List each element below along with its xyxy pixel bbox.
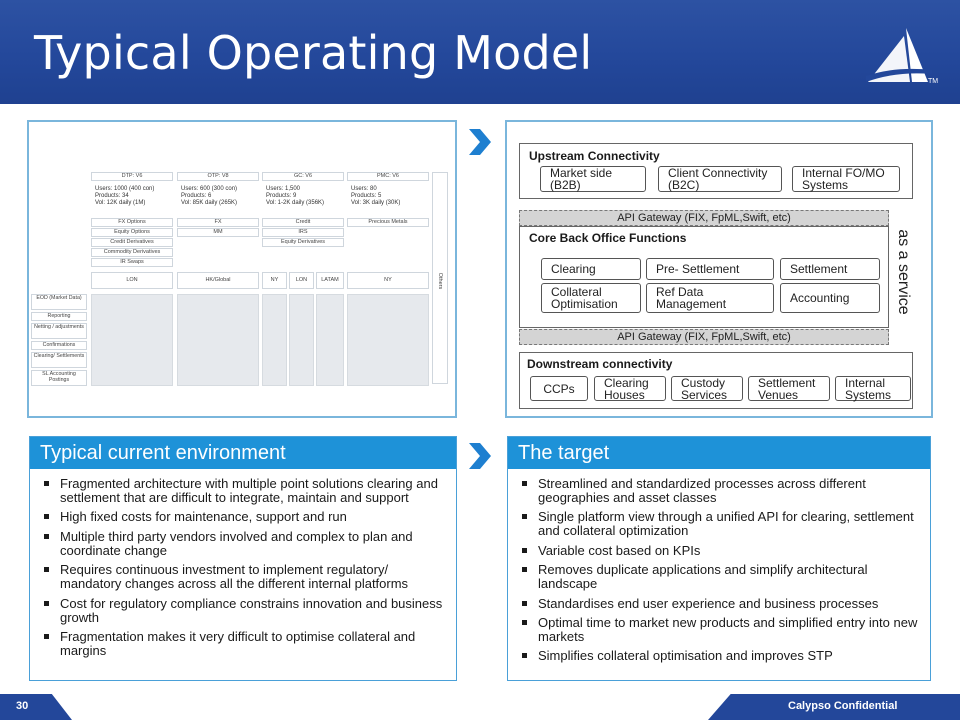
downstream-item: Settlement Venues: [748, 376, 830, 401]
location-box: LATAM: [316, 272, 344, 289]
list-item: Single platform view through a unified A…: [520, 510, 920, 538]
core-title: Core Back Office Functions: [529, 231, 687, 245]
downstream-title: Downstream connectivity: [527, 357, 673, 371]
list-item: Fragmentation makes it very difficult to…: [42, 629, 446, 658]
function-row: EOD (Market Data): [31, 294, 87, 310]
location-box: LON: [289, 272, 314, 289]
product-box: FX Options: [91, 218, 173, 227]
others-box: Others: [432, 172, 448, 384]
current-environment-heading: Typical current environment: [30, 437, 456, 469]
function-row: Reporting: [31, 312, 87, 321]
title-bar: Typical Operating Model TM: [0, 0, 960, 104]
location-box: NY: [262, 272, 287, 289]
list-item: Fragmented architecture with multiple po…: [42, 477, 446, 505]
core-item: Clearing: [541, 258, 641, 280]
product-box: Equity Derivatives: [262, 238, 344, 247]
target-box: The target Streamlined and standardized …: [507, 436, 931, 681]
function-lane: [316, 294, 344, 386]
downstream-item: CCPs: [530, 376, 588, 401]
upstream-item: Internal FO/MO Systems: [792, 166, 900, 192]
function-lane: [91, 294, 173, 386]
chevron-right-icon: [469, 443, 491, 469]
product-box: Credit Derivatives: [91, 238, 173, 247]
location-box: HK/Global: [177, 272, 259, 289]
platform-header: DTP: V6: [91, 172, 173, 181]
page-title: Typical Operating Model: [34, 26, 593, 80]
api-gateway-bottom: API Gateway (FIX, FpML,Swift, etc): [519, 329, 889, 345]
location-box: NY: [347, 272, 429, 289]
chevron-right-icon: [469, 129, 491, 155]
list-item: Removes duplicate applications and simpl…: [520, 563, 920, 591]
list-item: Requires continuous investment to implem…: [42, 563, 446, 591]
platform-info: Users: 1000 (400 con) Products: 34 Vol: …: [95, 186, 155, 206]
function-row: Clearing/ Settlements: [31, 352, 87, 368]
product-box: Credit: [262, 218, 344, 227]
downstream-item: Custody Services: [671, 376, 743, 401]
trademark: TM: [928, 78, 939, 85]
list-item: Simplifies collateral optimisation and i…: [520, 649, 920, 663]
list-item: Cost for regulatory compliance constrain…: [42, 596, 446, 625]
current-model-diagram: DTP: V6 OTP: V8 GC: V6 PMC: V6 Users: 10…: [27, 120, 457, 418]
as-a-service-label: as a service: [895, 229, 912, 315]
product-box: Commodity Derivatives: [91, 248, 173, 257]
function-lane: [347, 294, 429, 386]
core-item: Collateral Optimisation: [541, 283, 641, 313]
platform-header: PMC: V6: [347, 172, 429, 181]
upstream-item: Client Connectivity (B2C): [658, 166, 782, 192]
function-row: Netting / adjustments: [31, 323, 87, 339]
product-box: IRS: [262, 228, 344, 237]
list-item: Multiple third party vendors involved an…: [42, 529, 446, 558]
confidential-label: Calypso Confidential: [788, 700, 898, 712]
platform-info: Users: 80 Products: 5 Vol: 3K daily (30K…: [351, 186, 401, 206]
current-environment-list: Fragmented architecture with multiple po…: [30, 469, 456, 658]
location-box: LON: [91, 272, 173, 289]
platform-header: OTP: V8: [177, 172, 259, 181]
target-heading: The target: [508, 437, 930, 469]
calypso-logo: [866, 28, 932, 82]
upstream-title: Upstream Connectivity: [529, 149, 660, 163]
upstream-item: Market side (B2B): [540, 166, 646, 192]
core-item: Ref Data Management: [646, 283, 774, 313]
product-box: Precious Metals: [347, 218, 429, 227]
product-box: IR Swaps: [91, 258, 173, 267]
list-item: Variable cost based on KPIs: [520, 543, 920, 558]
list-item: Streamlined and standardized processes a…: [520, 477, 920, 505]
function-lane: [177, 294, 259, 386]
function-row: SL Accounting Postings: [31, 370, 87, 386]
core-item: Settlement: [780, 258, 880, 280]
core-item: Accounting: [780, 283, 880, 313]
target-list: Streamlined and standardized processes a…: [508, 469, 930, 663]
function-row: Confirmations: [31, 341, 87, 350]
list-item: Standardises end user experience and bus…: [520, 596, 920, 611]
product-box: MM: [177, 228, 259, 237]
footer-confidential-tab: [708, 694, 960, 720]
list-item: High fixed costs for maintenance, suppor…: [42, 510, 446, 524]
downstream-item: Clearing Houses: [594, 376, 666, 401]
function-lane: [289, 294, 314, 386]
product-box: FX: [177, 218, 259, 227]
current-environment-box: Typical current environment Fragmented a…: [29, 436, 457, 681]
platform-info: Users: 1,500 Products: 9 Vol: 1-2K daily…: [266, 186, 325, 206]
core-item: Pre- Settlement: [646, 258, 774, 280]
product-box: Equity Options: [91, 228, 173, 237]
function-lane: [262, 294, 287, 386]
page-number: 30: [16, 700, 29, 712]
list-item: Optimal time to market new products and …: [520, 615, 920, 644]
platform-info: Users: 600 (300 con) Products: 6 Vol: 85…: [181, 186, 238, 206]
platform-header: GC: V6: [262, 172, 344, 181]
api-gateway-top: API Gateway (FIX, FpML,Swift, etc): [519, 210, 889, 226]
downstream-item: Internal Systems: [835, 376, 911, 401]
footer-page-tab: [0, 694, 72, 720]
